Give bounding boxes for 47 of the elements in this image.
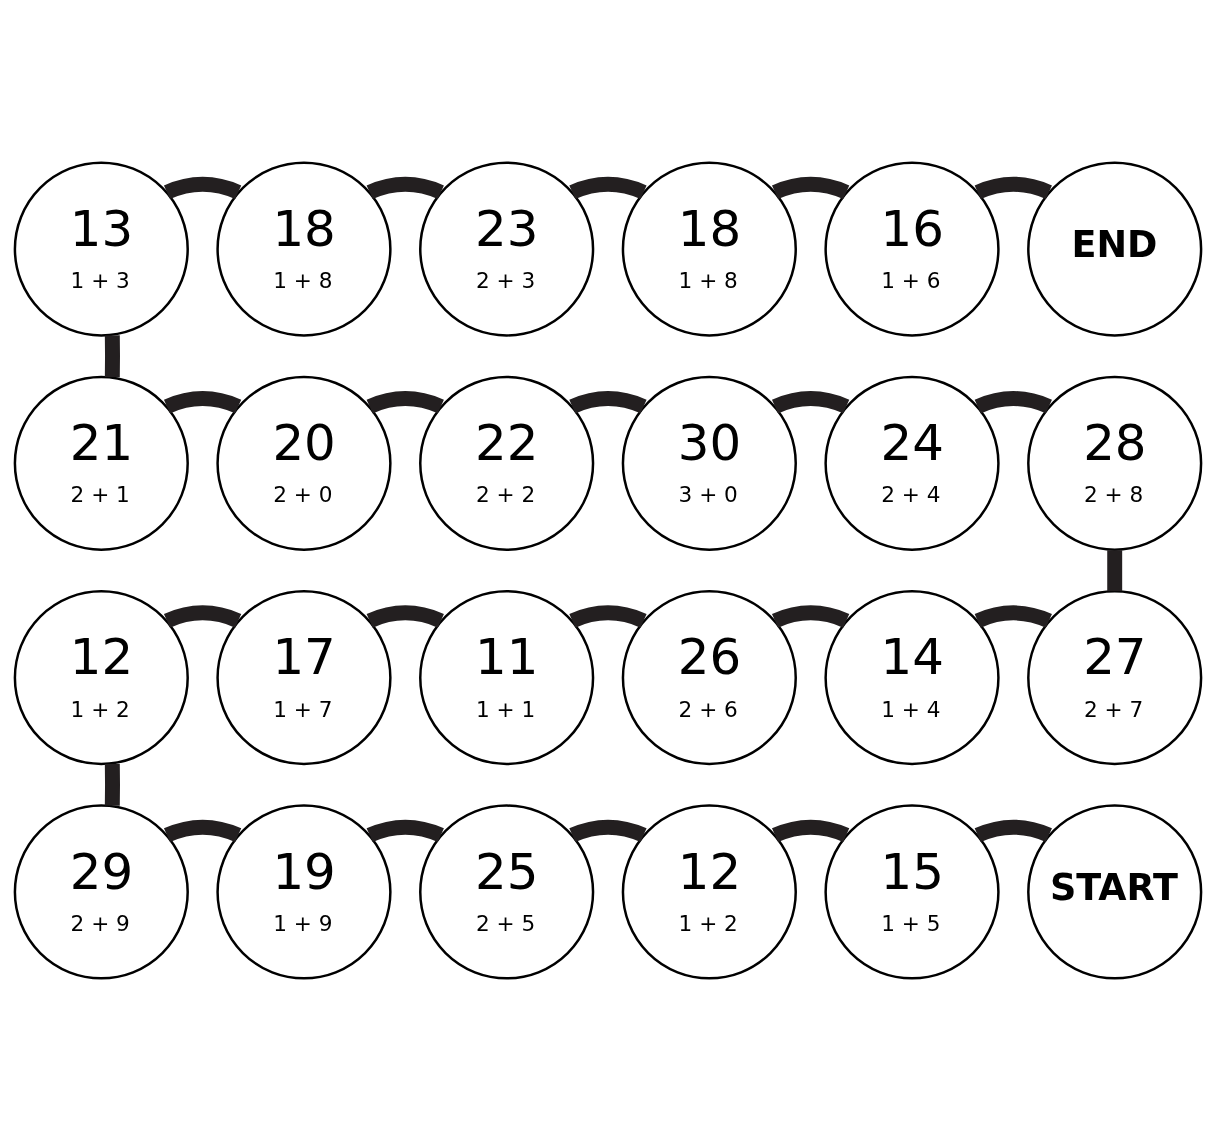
- node-circle: 30 3 + 0: [621, 375, 797, 551]
- connector: [164, 819, 241, 842]
- connector: [366, 176, 444, 199]
- connector: [164, 390, 241, 413]
- connector: [366, 604, 444, 628]
- node-circle: 22 2 + 2: [419, 375, 595, 551]
- connector: [974, 604, 1052, 628]
- node-circle: 17 1 + 7: [216, 589, 392, 765]
- node-circle: START: [1027, 803, 1203, 980]
- connector: [104, 334, 120, 377]
- node-circle: 21 2 + 1: [13, 375, 189, 551]
- connector: [772, 819, 850, 842]
- connector: [569, 604, 647, 628]
- node-circle: 11 1 + 1: [419, 589, 595, 765]
- node-circle: 20 2 + 0: [216, 375, 392, 551]
- connector: [164, 176, 241, 199]
- node-circle: 12 1 + 2: [621, 803, 797, 980]
- connector: [772, 390, 850, 413]
- connector: [569, 176, 647, 199]
- connector: [164, 604, 241, 628]
- connector: [366, 819, 444, 842]
- connector: [569, 390, 647, 413]
- connector: [974, 390, 1052, 413]
- connector: [772, 604, 850, 628]
- node-circle: 16 1 + 6: [824, 160, 1000, 337]
- node-circle: 19 1 + 9: [216, 803, 392, 980]
- node-circle: END: [1027, 160, 1203, 337]
- node-circle: 12 1 + 2: [13, 589, 189, 765]
- node-circle: 14 1 + 4: [824, 589, 1000, 765]
- connector: [366, 390, 444, 413]
- connector: [104, 763, 120, 806]
- node-circle: 25 2 + 5: [419, 803, 595, 980]
- node-circle: 27 2 + 7: [1027, 589, 1203, 765]
- connector: [974, 819, 1052, 842]
- node-circle: 28 2 + 8: [1027, 375, 1203, 551]
- connector: [1107, 549, 1123, 591]
- node-circle: 18 1 + 8: [216, 160, 392, 337]
- node-circle: 26 2 + 6: [621, 589, 797, 765]
- connector: [974, 176, 1052, 199]
- node-circle: 15 1 + 5: [824, 803, 1000, 980]
- connector: [772, 176, 850, 199]
- connector: [569, 819, 647, 842]
- node-circle: 23 2 + 3: [419, 160, 595, 337]
- node-circle: 18 1 + 8: [621, 160, 797, 337]
- node-circle: 24 2 + 4: [824, 375, 1000, 551]
- node-circle: 29 2 + 9: [13, 803, 189, 980]
- node-circle: 13 1 + 3: [13, 160, 189, 337]
